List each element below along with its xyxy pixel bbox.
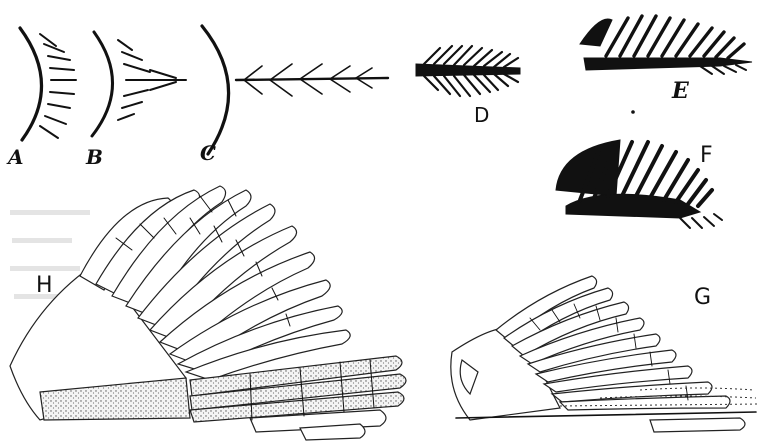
label-g: G: [694, 285, 711, 310]
diagram-a: A: [6, 28, 76, 169]
wing-h: H: [10, 186, 406, 440]
diagram-c: C: [200, 26, 388, 165]
label-d: D: [474, 103, 489, 127]
label-e: E: [671, 78, 690, 104]
label-c: C: [200, 141, 216, 165]
wing-g: G: [451, 276, 760, 432]
label-f: F: [700, 143, 713, 168]
label-a: A: [6, 145, 24, 169]
diagram-b: B: [85, 32, 186, 169]
label-h: H: [36, 273, 53, 298]
diagram-d: D: [416, 46, 520, 127]
diagram-f: F: [556, 140, 722, 228]
diagram-e: E: [580, 16, 752, 114]
label-b: B: [85, 145, 103, 169]
